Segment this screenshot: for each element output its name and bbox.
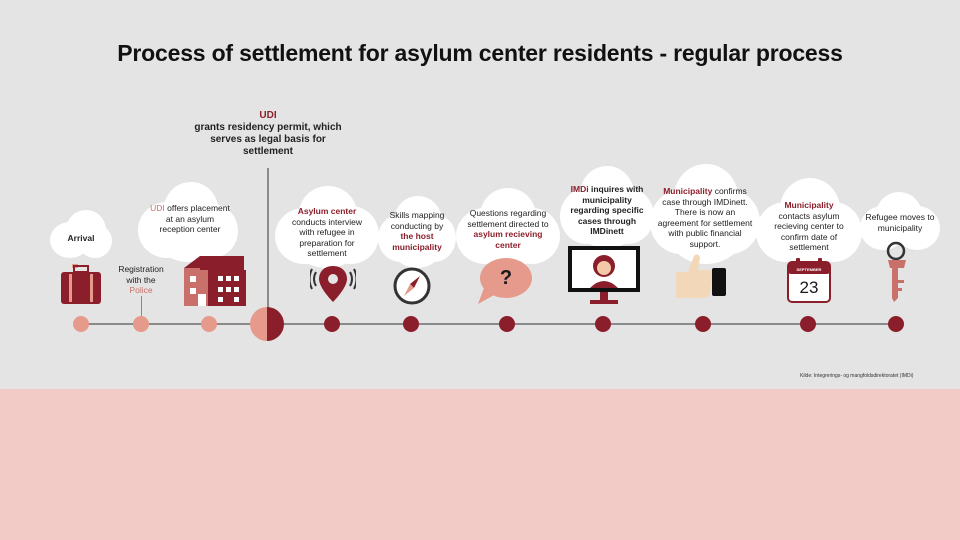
calendar-month: SEPTEMBER: [796, 267, 822, 272]
suitcase-icon: [61, 264, 101, 304]
step-imdi-highlight: IMDi: [570, 184, 589, 194]
key-icon: [886, 241, 906, 302]
permit-divider: [267, 168, 269, 308]
step-skills-text: Skills mapping conducting by: [389, 210, 445, 231]
step-udi-offer-text: offers placement at an asylum reception …: [159, 203, 230, 234]
timeline-node-municipality-contacts: [800, 316, 816, 332]
calendar-icon: [787, 258, 831, 303]
step-asylum-center-label: Asylum center conducts interview with re…: [287, 206, 367, 259]
page-title: Process of settlement for asylum center …: [117, 40, 843, 66]
step-imdi-label: IMDi inquires with municipality regardin…: [566, 184, 648, 237]
step-municipality-confirms-text: confirms case through IMDinett. There is…: [657, 186, 753, 249]
timeline-node-udi-offer: [201, 316, 217, 332]
timeline-node-questions: [499, 316, 515, 332]
step-skills-label: Skills mapping conducting by the host mu…: [382, 210, 452, 252]
step-registration-text: Registration with the: [118, 264, 164, 285]
step-municipality-confirms-label: Municipality confirms case through IMDin…: [654, 186, 756, 249]
location-pin-icon: [310, 266, 356, 302]
step-arrival-label: Arrival: [67, 233, 95, 243]
cloud-asylum-center: [275, 186, 379, 268]
bottom-band: [0, 389, 960, 540]
step-asylum-center-highlight: Asylum center: [297, 206, 357, 216]
calendar-day: 23: [799, 278, 819, 297]
step-registration-highlight: Police: [129, 285, 153, 295]
timeline-node-permit: [250, 307, 284, 341]
step-municipality-contacts-text: contacts asylum recieving center to conf…: [774, 210, 844, 253]
compass-icon: [393, 267, 431, 305]
cloud-questions: [456, 188, 560, 268]
step-municipality-confirms-highlight: Municipality: [663, 186, 713, 196]
step-questions-text: Questions regarding settlement directed …: [467, 208, 549, 229]
timeline-node-asylum-center: [324, 316, 340, 332]
timeline-node-moves: [888, 316, 904, 332]
cloud-skills: [378, 196, 456, 268]
cloud-imdi: [560, 166, 654, 248]
step-questions-label: Questions regarding settlement directed …: [462, 208, 554, 250]
cloud-municipality-contacts: [756, 178, 862, 268]
step-questions-highlight: asylum recieving center: [473, 229, 543, 250]
cloud-udi-offer: [138, 182, 238, 262]
cloud-moves: [860, 192, 940, 252]
timeline-line: [78, 323, 900, 325]
udi-permit-callout: UDI grants residency permit, which serve…: [188, 110, 348, 158]
timeline-node-imdi: [595, 316, 611, 332]
timeline-node-registration: [133, 316, 149, 332]
cloud-municipality-confirms: [650, 164, 760, 264]
house-icon: [184, 256, 246, 306]
udi-permit-org: UDI: [259, 110, 277, 121]
step-municipality-contacts-highlight: Municipality: [784, 200, 834, 210]
timeline-node-municipality-confirms: [695, 316, 711, 332]
timeline-node-skills: [403, 316, 419, 332]
step-municipality-contacts-label: Municipality contacts asylum recieving c…: [762, 200, 856, 253]
source-credit: Kilde: Integrerings- og mangfoldsdirekto…: [800, 373, 914, 379]
monitor-person-icon: [568, 246, 640, 304]
step-imdi-text: inquires with municipality regarding spe…: [570, 184, 644, 236]
question-bubble-icon: [478, 258, 532, 304]
step-moves-label: Refugee moves to municipality: [865, 212, 935, 233]
step-registration-label: Registration with the Police: [113, 264, 169, 296]
registration-tick: [141, 296, 142, 316]
step-udi-offer-highlight: UDI: [150, 203, 165, 213]
udi-permit-text: grants residency permit, which serves as…: [194, 122, 342, 157]
timeline-node-arrival: [73, 316, 89, 332]
cloud-arrival: [50, 210, 112, 260]
question-mark-glyph: ?: [499, 267, 513, 289]
step-skills-highlight: the host municipality: [392, 231, 442, 252]
step-asylum-center-text: conducts interview with refugee in prepa…: [292, 216, 362, 259]
thumbs-up-icon: [676, 254, 726, 298]
step-udi-offer-label: UDI offers placement at an asylum recept…: [150, 203, 230, 235]
